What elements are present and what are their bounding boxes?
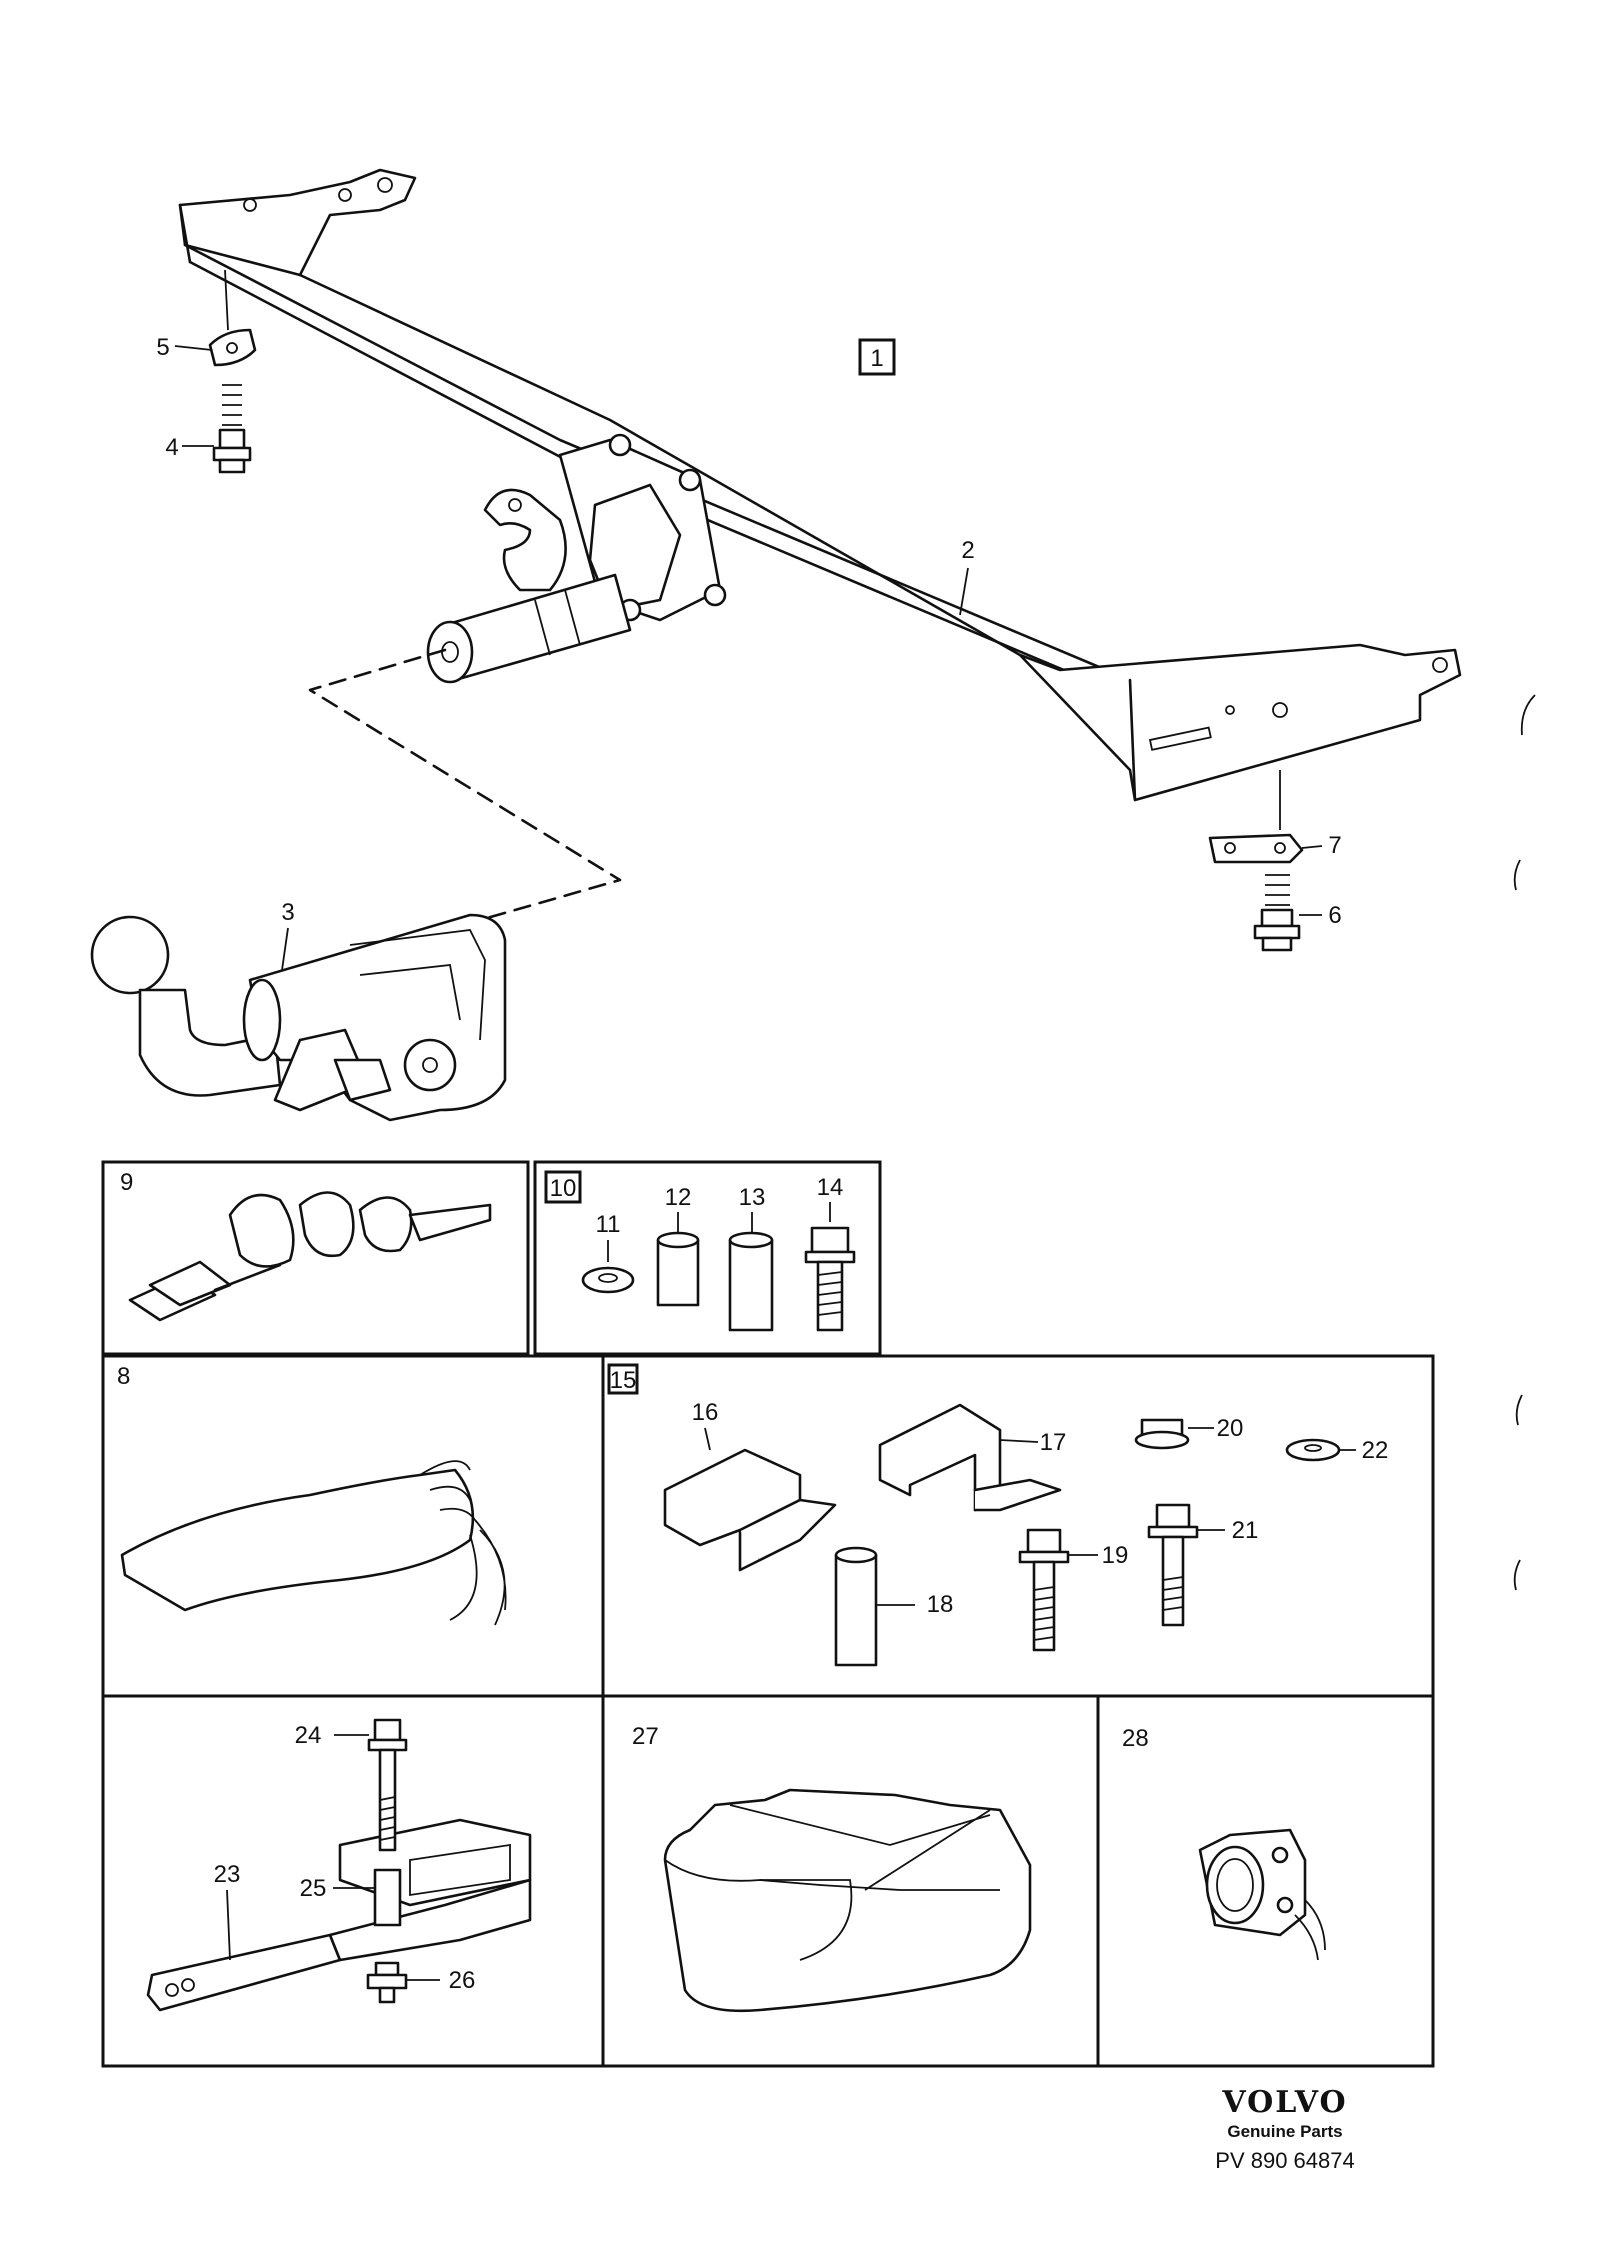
bolt-24 <box>367 1718 408 1852</box>
fastener-right <box>1208 770 1304 952</box>
electrical-socket <box>1198 1828 1326 1961</box>
washer-11 <box>581 1266 635 1294</box>
panel-8-title: 8 <box>117 1363 130 1390</box>
callout-17: 17 <box>1040 1429 1067 1456</box>
callout-2: 2 <box>961 537 974 564</box>
callout-26: 26 <box>449 1967 476 1994</box>
nut-20 <box>1134 1418 1190 1450</box>
bracket-17 <box>878 1403 1062 1512</box>
tie-down-strap <box>128 1191 492 1322</box>
brand-tagline: Genuine Parts <box>1227 2122 1343 2141</box>
panel-28-title: 28 <box>1122 1725 1149 1752</box>
panel-9-title: 9 <box>120 1169 133 1196</box>
callout-11: 11 <box>596 1211 621 1238</box>
callout-13: 13 <box>739 1184 766 1211</box>
callout-16: 16 <box>692 1399 719 1426</box>
callout-20: 20 <box>1217 1415 1244 1442</box>
brand-logo: VOLVO <box>1222 2085 1348 2120</box>
bolt-14 <box>804 1226 856 1332</box>
callout-5: 5 <box>156 334 169 361</box>
callout-12: 12 <box>665 1184 692 1211</box>
brand-block: VOLVO Genuine Parts PV 890 64874 <box>1195 2085 1375 2174</box>
fastener-left <box>208 269 257 474</box>
callout-22: 22 <box>1362 1437 1389 1464</box>
callout-23: 23 <box>214 1861 241 1888</box>
panel-10-title: 10 <box>550 1175 577 1202</box>
bracket-16 <box>663 1448 837 1572</box>
tow-ball <box>90 913 507 1122</box>
storage-bag <box>120 1460 507 1626</box>
coupling-bracket <box>426 433 727 684</box>
callout-19: 19 <box>1102 1542 1129 1569</box>
callout-14: 14 <box>817 1174 844 1201</box>
washer-22 <box>1285 1438 1341 1462</box>
callout-7: 7 <box>1328 832 1341 859</box>
spacer-13 <box>728 1231 774 1332</box>
bolt-19 <box>1018 1528 1070 1652</box>
callout-3: 3 <box>281 899 294 926</box>
callout-1: 1 <box>870 345 883 372</box>
spacer-12 <box>656 1231 700 1307</box>
callout-25: 25 <box>300 1875 327 1902</box>
diagram-reference: PV 890 64874 <box>1215 2148 1355 2173</box>
callout-21: 21 <box>1232 1517 1259 1544</box>
callout-6: 6 <box>1328 902 1341 929</box>
callout-18: 18 <box>927 1591 954 1618</box>
spacer-18 <box>834 1546 878 1667</box>
bolt-21 <box>1147 1503 1199 1627</box>
panel-27-title: 27 <box>632 1723 659 1750</box>
callout-24: 24 <box>295 1722 322 1749</box>
tow-bar-crossmember <box>178 168 1462 802</box>
nut-26 <box>366 1961 408 2004</box>
panel-15-title: 15 <box>610 1367 637 1394</box>
protective-cover <box>663 1788 1032 2013</box>
callout-4: 4 <box>165 434 178 461</box>
